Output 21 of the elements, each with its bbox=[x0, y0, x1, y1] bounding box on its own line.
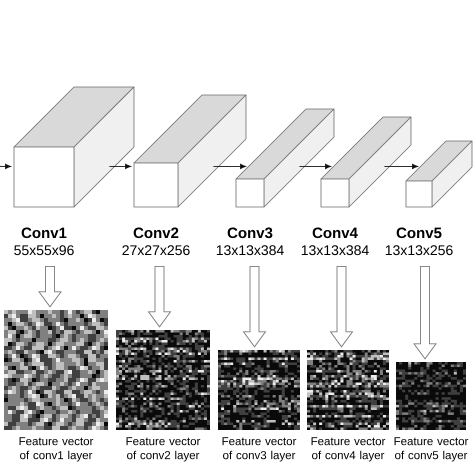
layer-name: Conv3 bbox=[228, 228, 272, 238]
block-arrow bbox=[242, 266, 266, 348]
block-arrow bbox=[148, 266, 172, 328]
arrow bbox=[0, 164, 11, 170]
node-label: Feature vector of conv5 layer bbox=[394, 437, 468, 462]
layer-name: Conv2 bbox=[134, 228, 178, 238]
layer-size: 13x13x384 bbox=[302, 245, 369, 256]
layer-name: Conv4 bbox=[312, 228, 358, 238]
node-label: Feature vector of conv1 layer bbox=[20, 437, 94, 462]
layer-name: Conv1 bbox=[22, 228, 66, 238]
layer-size: 55x55x96 bbox=[14, 245, 74, 256]
layer-size: 13x13x384 bbox=[216, 245, 284, 256]
layer-size: 13x13x256 bbox=[386, 245, 453, 256]
layer-size: 27x27x256 bbox=[122, 245, 190, 256]
layer-name: Conv5 bbox=[396, 228, 442, 238]
block-arrow bbox=[330, 266, 354, 348]
node-label: Feature vector of conv3 layer bbox=[222, 437, 296, 462]
block-arrow bbox=[38, 266, 62, 308]
block-arrow bbox=[413, 266, 437, 360]
node-label: Feature vector of conv4 layer bbox=[312, 437, 386, 462]
node-label: Feature vector of conv2 layer bbox=[126, 437, 200, 462]
